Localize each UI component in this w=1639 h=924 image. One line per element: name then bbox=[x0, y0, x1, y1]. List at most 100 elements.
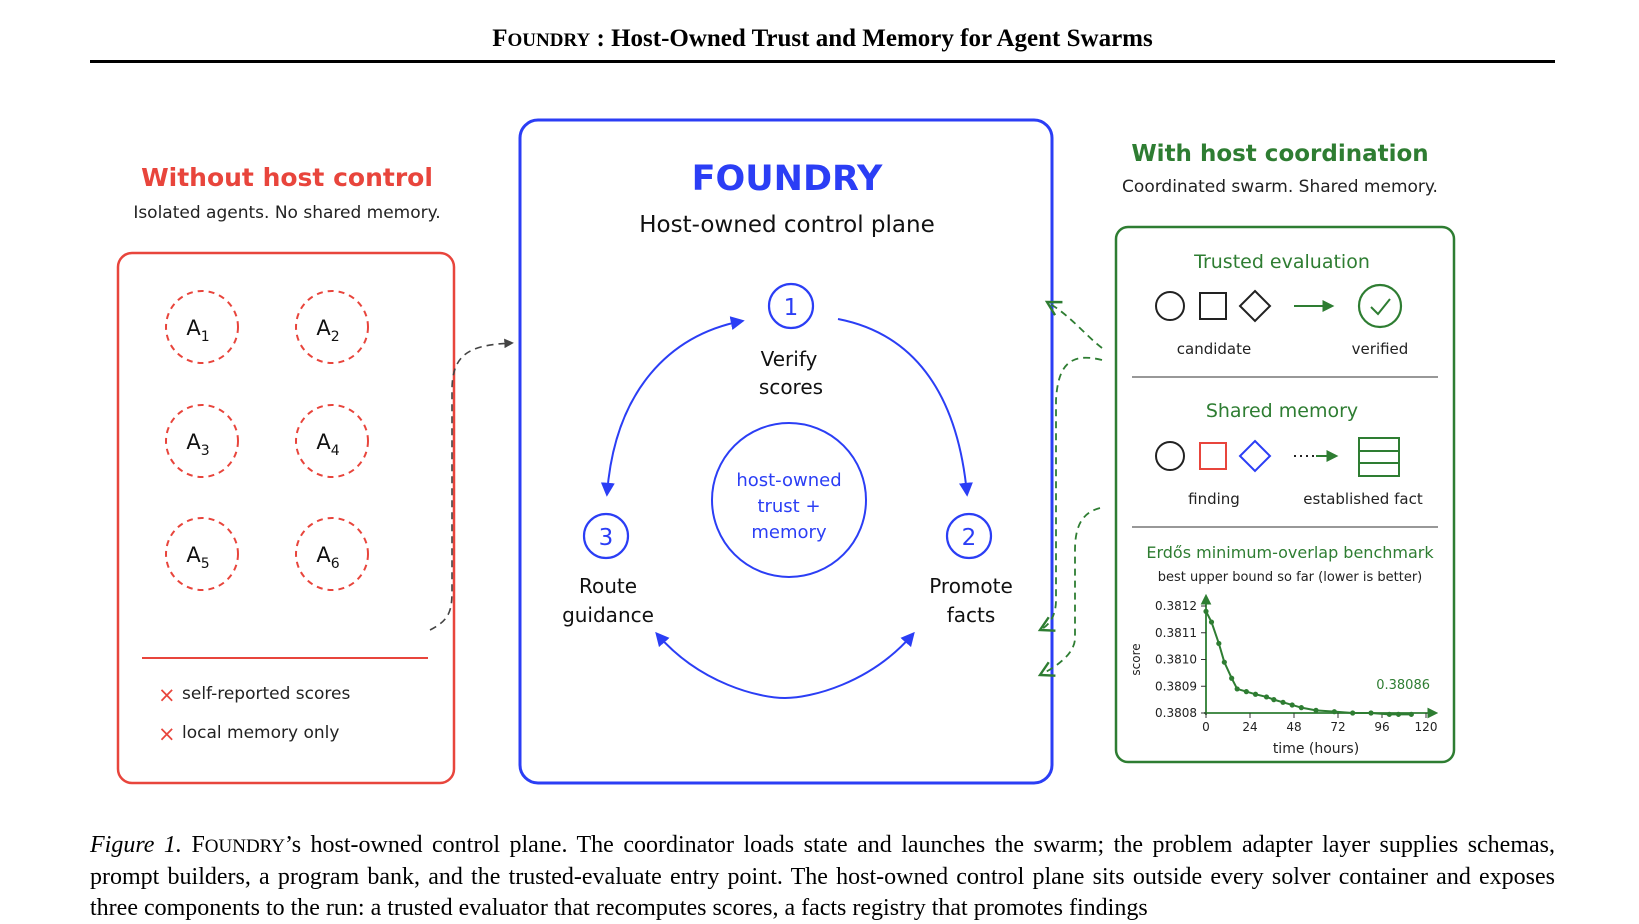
agent-label: A4 bbox=[316, 430, 339, 459]
step-number-badge bbox=[582, 512, 630, 560]
benchmark-title: Erdős minimum-overlap benchmark bbox=[1146, 543, 1434, 562]
cycle-arrow-step2-to-step3 bbox=[655, 631, 915, 700]
step-label: scores bbox=[759, 375, 823, 399]
x-tick-label: 48 bbox=[1286, 720, 1301, 734]
agent-circle bbox=[295, 290, 369, 364]
title-rest: : Host-Owned Trust and Memory for Agent … bbox=[590, 25, 1153, 52]
hub-label: memory bbox=[751, 522, 827, 543]
finding-square-icon bbox=[1199, 442, 1227, 470]
running-title: FOUNDRY : Host-Owned Trust and Memory fo… bbox=[90, 25, 1555, 53]
verified-check-icon bbox=[1357, 283, 1403, 329]
step-label: facts bbox=[947, 603, 996, 627]
title-name-rest: OUNDRY bbox=[507, 30, 591, 51]
connector-left-to-center bbox=[429, 338, 514, 631]
y-tick-label: 0.3810 bbox=[1155, 653, 1197, 667]
issue-item: local memory only bbox=[182, 723, 339, 743]
left-box bbox=[116, 251, 456, 785]
title-rule bbox=[90, 60, 1555, 63]
data-point bbox=[1298, 705, 1304, 711]
agent-label: A1 bbox=[186, 316, 209, 345]
data-point bbox=[1208, 619, 1215, 625]
right-heading: With host coordination bbox=[1131, 141, 1428, 167]
finding-circle-icon bbox=[1155, 441, 1185, 471]
agent-circle bbox=[165, 517, 239, 591]
y-tick-label: 0.3808 bbox=[1155, 706, 1197, 720]
x-tick-label: 0 bbox=[1202, 720, 1210, 734]
agent-label: A3 bbox=[186, 430, 209, 459]
shared-memory-title: Shared memory bbox=[1206, 400, 1358, 422]
step-number: 2 bbox=[962, 525, 977, 551]
hub-label: host-owned bbox=[736, 470, 841, 491]
caption-label: Figure 1. bbox=[90, 832, 182, 858]
y-axis-label: score bbox=[1129, 643, 1143, 675]
caption-name-rest: OUNDRY bbox=[204, 836, 286, 857]
x-axis-label: time (hours) bbox=[1273, 741, 1359, 757]
data-point bbox=[1271, 697, 1277, 703]
x-tick-label: 72 bbox=[1330, 720, 1345, 734]
finding-diamond-icon bbox=[1238, 439, 1272, 473]
agent-circle bbox=[295, 517, 369, 591]
right-panel: With host coordination Coordinated swarm… bbox=[1114, 141, 1456, 764]
finding-label: finding bbox=[1188, 490, 1240, 508]
data-point bbox=[1313, 707, 1319, 713]
caption-text: ’s host-owned control plane. The coordin… bbox=[90, 832, 1555, 921]
data-point bbox=[1263, 694, 1270, 700]
agent-circle bbox=[165, 290, 239, 364]
data-point bbox=[1203, 608, 1209, 614]
right-box bbox=[1114, 225, 1456, 764]
step-label: guidance bbox=[562, 603, 654, 627]
caption-name-initial: F bbox=[191, 832, 205, 858]
candidate-square-icon bbox=[1199, 292, 1227, 320]
candidate-label: candidate bbox=[1177, 340, 1251, 358]
series-line bbox=[1205, 610, 1412, 716]
data-point bbox=[1408, 711, 1414, 717]
center-subheading: Host-owned control plane bbox=[639, 212, 934, 238]
data-point bbox=[1243, 689, 1249, 695]
step-label: Route bbox=[579, 574, 637, 598]
agent-label: A2 bbox=[316, 316, 339, 345]
agent-label: A6 bbox=[316, 543, 339, 572]
data-point bbox=[1216, 640, 1222, 647]
agent-circle bbox=[295, 404, 369, 478]
hub-circle bbox=[711, 422, 867, 578]
center-box bbox=[518, 118, 1054, 785]
step-number-badge bbox=[945, 512, 993, 560]
center-heading: FOUNDRY bbox=[692, 159, 883, 199]
y-tick-label: 0.3812 bbox=[1155, 599, 1197, 613]
benchmark-subtitle: best upper bound so far (lower is better… bbox=[1158, 570, 1423, 585]
connector-right-to-center bbox=[1037, 507, 1101, 677]
y-tick-label: 0.3809 bbox=[1155, 679, 1197, 693]
cycle-arrow-step3-to-step1 bbox=[600, 316, 745, 497]
data-point bbox=[1229, 675, 1235, 681]
candidate-circle-icon bbox=[1155, 291, 1185, 321]
center-right-connectors bbox=[1037, 300, 1103, 677]
data-point bbox=[1331, 709, 1337, 715]
x-tick-label: 96 bbox=[1374, 720, 1389, 734]
connector-right-to-center bbox=[1044, 300, 1103, 349]
y-tick-label: 0.3811 bbox=[1155, 626, 1197, 640]
center-panel: FOUNDRY Host-owned control plane 1 Verif… bbox=[518, 118, 1054, 785]
agent-circle bbox=[165, 404, 239, 478]
data-point bbox=[1221, 659, 1227, 665]
step-number: 3 bbox=[599, 525, 614, 551]
hub-label: trust + bbox=[757, 496, 820, 517]
data-point bbox=[1386, 711, 1392, 717]
cycle-arrow-step1-to-step2 bbox=[837, 318, 973, 497]
step-number-badge bbox=[767, 282, 815, 330]
data-point bbox=[1234, 686, 1240, 692]
data-point bbox=[1368, 710, 1374, 716]
left-panel: Without host control Isolated agents. No… bbox=[116, 163, 456, 785]
issue-item: self-reported scores bbox=[182, 684, 350, 704]
figure: Without host control Isolated agents. No… bbox=[116, 118, 1456, 785]
established-fact-label: established fact bbox=[1303, 490, 1423, 508]
verified-label: verified bbox=[1352, 340, 1409, 358]
connector-right-to-center bbox=[1037, 356, 1103, 632]
established-fact-table-icon bbox=[1358, 437, 1400, 477]
data-point bbox=[1350, 710, 1356, 716]
trusted-evaluation-title: Trusted evaluation bbox=[1193, 251, 1370, 273]
left-subheading: Isolated agents. No shared memory. bbox=[133, 203, 440, 223]
data-point bbox=[1289, 702, 1295, 708]
step-label: Verify bbox=[761, 347, 818, 371]
